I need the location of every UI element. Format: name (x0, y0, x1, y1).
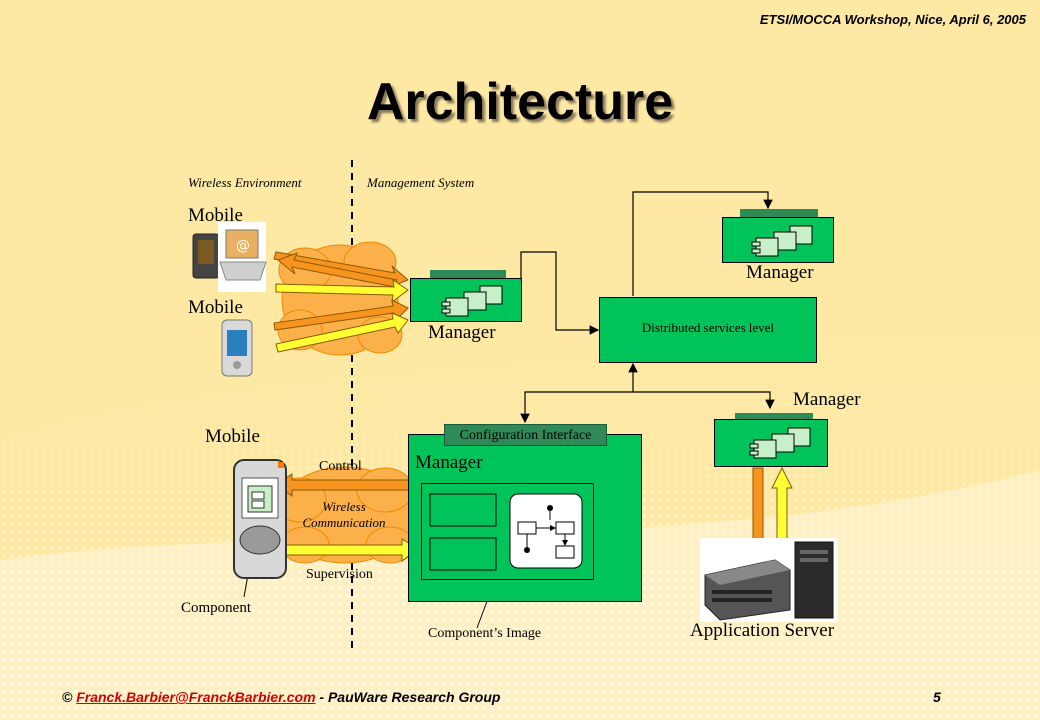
component-image-frame (421, 483, 594, 580)
footer-credit: © Franck.Barbier@FranckBarbier.com - Pau… (62, 689, 500, 705)
application-server-device (700, 538, 838, 622)
manager-left-box (410, 278, 522, 322)
label-mobile-3: Mobile (205, 426, 260, 447)
manager-top-box (722, 217, 834, 263)
label-manager-main: Manager (415, 452, 483, 473)
label-manager-server: Manager (793, 389, 861, 410)
label-distributed-services: Distributed services level (641, 320, 775, 335)
footer-group: - PauWare Research Group (315, 689, 501, 705)
manager-left-tab (430, 270, 506, 280)
label-component-image: Component’s Image (428, 626, 542, 641)
config-interface-tab (444, 424, 607, 446)
label-component: Component (181, 600, 251, 616)
label-management-system: Management System (367, 175, 475, 190)
pda-device (192, 233, 220, 279)
label-mobile-2: Mobile (188, 297, 243, 318)
label-application-server: Application Server (690, 620, 835, 641)
pocket-pc-device (221, 319, 253, 377)
footer-email-link[interactable]: Franck.Barbier@FranckBarbier.com (76, 689, 316, 705)
label-wireless-communication: Wireless Communication (302, 499, 386, 530)
distributed-services-box (599, 297, 817, 363)
mobile-phone-device (233, 459, 287, 579)
slide-title: Architecture (366, 73, 674, 131)
label-mobile-1: Mobile (188, 205, 243, 226)
label-manager-top: Manager (746, 262, 814, 283)
label-supervision: Supervision (306, 567, 373, 582)
arrow-to-manager-2 (275, 312, 409, 353)
label-wireless-environment: Wireless Environment (188, 175, 302, 190)
label-control: Control (319, 459, 362, 474)
manager-top-tab (740, 209, 818, 219)
manager-server-box (714, 419, 828, 467)
connector-distributed-to-config (520, 374, 634, 424)
connector-distributed-to-servermanager (633, 391, 775, 410)
manager-server-tab (735, 413, 813, 423)
connector-manager-to-distributed (520, 251, 600, 335)
svg-text:@: @ (236, 238, 250, 254)
label-manager-left: Manager (428, 322, 496, 343)
footer-copyright: © (62, 689, 77, 705)
connector-distributed-to-topmanager (632, 191, 773, 296)
page-number: 5 (933, 689, 941, 705)
label-config-interface: Configuration Interface (459, 428, 592, 443)
event-header: ETSI/MOCCA Workshop, Nice, April 6, 2005 (759, 12, 1026, 27)
laptop-device: @ (218, 222, 267, 292)
